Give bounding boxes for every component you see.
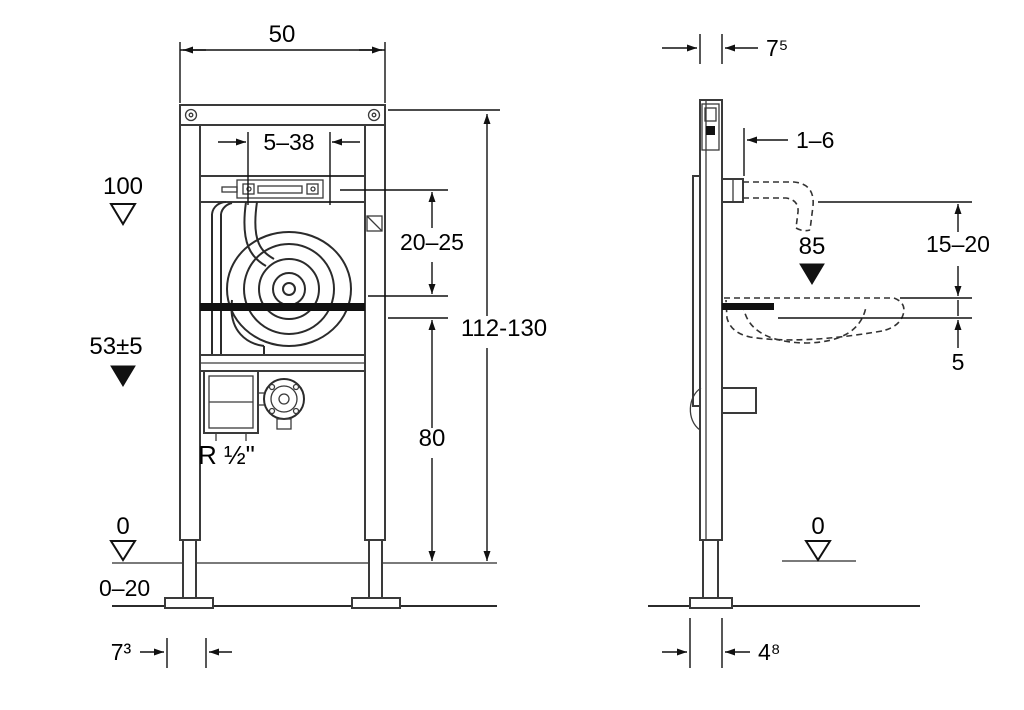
water-trap-coil xyxy=(226,231,352,356)
front-view: R ½" 50 5–38 112-130 xyxy=(89,21,547,668)
rail-clip xyxy=(366,215,383,232)
basin-bracket xyxy=(721,387,757,414)
dim-foot-offset: 7³ xyxy=(111,638,232,668)
side-pipe-bend xyxy=(689,387,702,431)
level-marker-85: 85 xyxy=(799,233,826,285)
dim-tap-range: 5–38 xyxy=(218,129,360,205)
dim-frame-depth-label: 7⁵ xyxy=(766,35,788,61)
side-view: 7⁵ 1–6 85 15–20 5 0 xyxy=(648,34,990,668)
tap-fixing xyxy=(721,178,814,232)
dim-spout-range: 20–25 xyxy=(340,189,464,297)
dim-front-width: 50 xyxy=(179,21,386,103)
dim-front-width-label: 50 xyxy=(269,21,296,48)
supply-box xyxy=(203,370,259,441)
dim-spout-to-basin-label: 15–20 xyxy=(926,231,990,257)
dim-foot-depth: 4⁸ xyxy=(662,618,781,668)
side-profile-plate xyxy=(692,175,701,407)
level-0-side-label: 0 xyxy=(811,513,824,540)
side-foot-plate xyxy=(689,597,733,609)
dim-outlet-height: 80 xyxy=(388,317,448,561)
frame-top-bar xyxy=(179,104,386,126)
level-0-front-triangle-icon xyxy=(109,540,137,562)
level-53-triangle-icon xyxy=(110,365,136,387)
mounting-frame xyxy=(164,104,401,609)
dim-front-adjust: 1–6 xyxy=(743,127,834,176)
level-85-label: 85 xyxy=(799,233,826,260)
support-bar xyxy=(200,303,365,311)
dim-basin-fix-label: 5 xyxy=(952,349,965,375)
dim-basin-fix: 5 xyxy=(778,300,972,375)
dim-outlet-height-label: 80 xyxy=(419,425,446,452)
side-rail xyxy=(689,99,757,609)
level-0-side-triangle-icon xyxy=(804,540,832,562)
frame-left-leg xyxy=(182,539,197,601)
dim-total-height: 112-130 xyxy=(388,109,547,561)
side-leg xyxy=(702,539,719,599)
connection-flange xyxy=(258,378,305,430)
frame-left-rail xyxy=(179,124,201,541)
level-85-triangle-icon xyxy=(799,263,825,285)
dim-foot-offset-label: 7³ xyxy=(111,639,132,665)
dim-connection-thread: R ½" xyxy=(198,440,255,470)
dim-front-adjust-label: 1–6 xyxy=(796,127,834,153)
level-marker-0-side: 0 xyxy=(804,513,832,562)
level-53-label: 53±5 xyxy=(89,333,142,360)
washbasin-dashed xyxy=(724,297,905,344)
level-0-front-label: 0 xyxy=(116,513,129,540)
dim-foot-depth-label: 4⁸ xyxy=(758,639,781,665)
level-marker-100: 100 xyxy=(103,173,143,226)
floor-range-label: 0–20 xyxy=(99,575,150,601)
level-marker-53: 53±5 xyxy=(89,333,143,387)
side-floor-lines xyxy=(648,560,920,607)
left-foot-plate xyxy=(164,597,214,609)
dim-spout-range-label: 20–25 xyxy=(400,229,464,255)
lower-cross-rail xyxy=(199,354,366,372)
frame-right-rail xyxy=(364,124,386,541)
basin-fixing-rod xyxy=(722,303,774,310)
tap-spout-dashed xyxy=(743,181,814,231)
right-foot-plate xyxy=(351,597,401,609)
supply-pipes xyxy=(211,201,275,368)
level-100-triangle-icon xyxy=(109,203,137,226)
dim-tap-range-label: 5–38 xyxy=(263,129,314,155)
dim-total-height-label: 112-130 xyxy=(461,315,547,342)
dim-frame-depth: 7⁵ xyxy=(662,34,788,64)
level-marker-0-front: 0 0–20 xyxy=(99,513,150,601)
level-100-label: 100 xyxy=(103,173,143,200)
frame-right-leg xyxy=(368,539,383,601)
dim-spout-to-basin: 15–20 xyxy=(818,201,990,299)
tap-mounting-rail xyxy=(199,175,366,203)
